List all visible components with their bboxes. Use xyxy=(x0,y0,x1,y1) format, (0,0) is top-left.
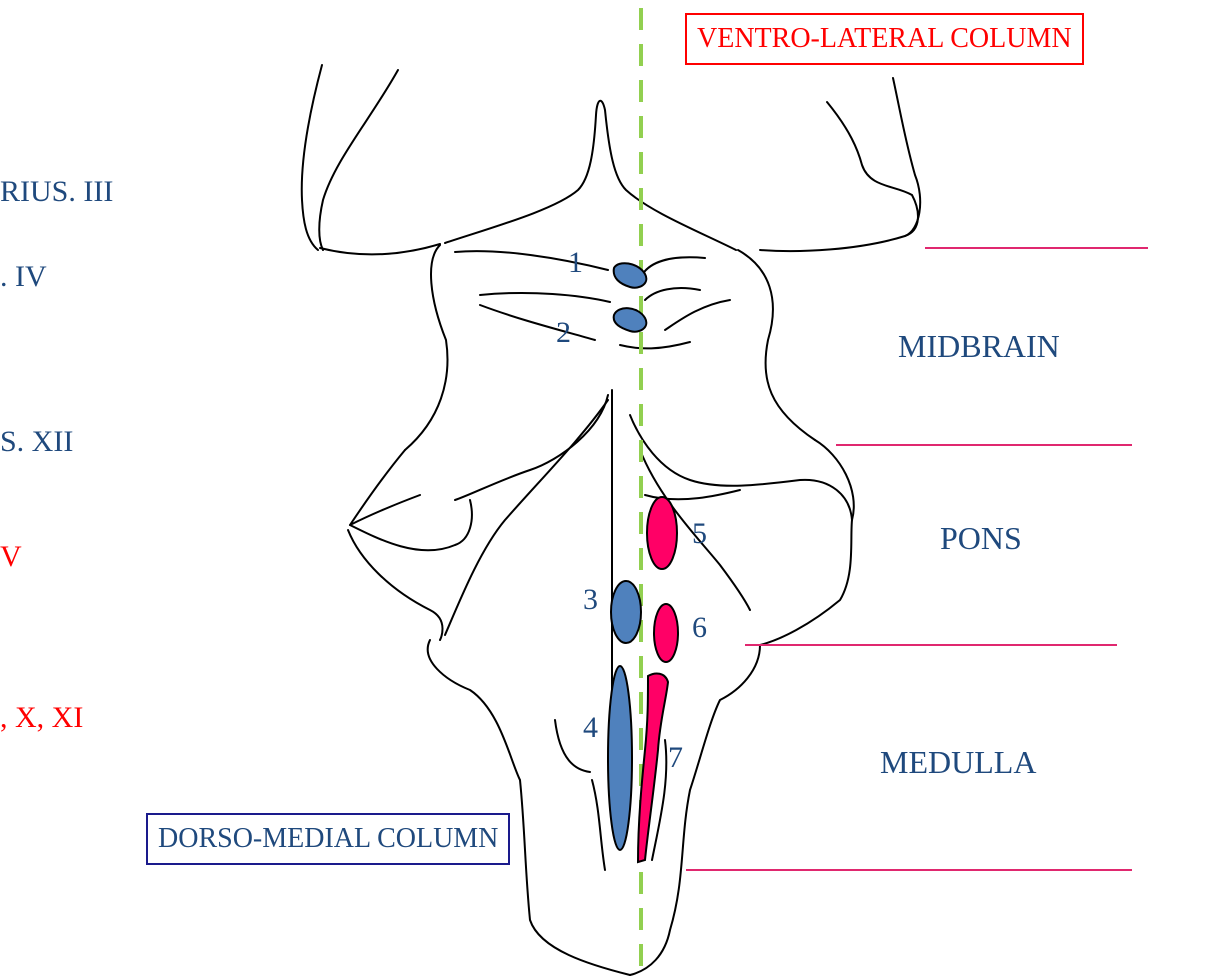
region-label-pons: PONS xyxy=(940,522,1022,554)
left-list-item-1: RIUS. III xyxy=(0,177,113,207)
nucleus-number-4: 4 xyxy=(583,713,598,743)
region-label-medulla: MEDULLA xyxy=(880,746,1036,778)
nucleus-number-1: 1 xyxy=(568,248,583,278)
nucleus-number-3: 3 xyxy=(583,585,598,615)
nucleus-number-6: 6 xyxy=(692,613,707,643)
nucleus-5-visceral xyxy=(647,497,677,569)
left-list-item-3: S. XII xyxy=(0,427,73,457)
left-list-item-4: V xyxy=(0,542,22,572)
nucleus-number-7: 7 xyxy=(668,743,683,773)
region-label-midbrain: MIDBRAIN xyxy=(898,330,1060,362)
dorso-medial-column-box: DORSO-MEDIAL COLUMN xyxy=(146,813,510,865)
nucleus-number-2: 2 xyxy=(556,318,571,348)
left-list-item-2: . IV xyxy=(0,262,47,292)
nucleus-4-hypoglossal xyxy=(608,666,632,850)
left-list-item-5: , X, XI xyxy=(0,703,83,733)
nucleus-6-visceral xyxy=(654,604,678,662)
nucleus-3-abducens xyxy=(611,581,641,643)
ventro-lateral-column-box: VENTRO-LATERAL COLUMN xyxy=(685,13,1084,65)
nucleus-number-5: 5 xyxy=(692,519,707,549)
